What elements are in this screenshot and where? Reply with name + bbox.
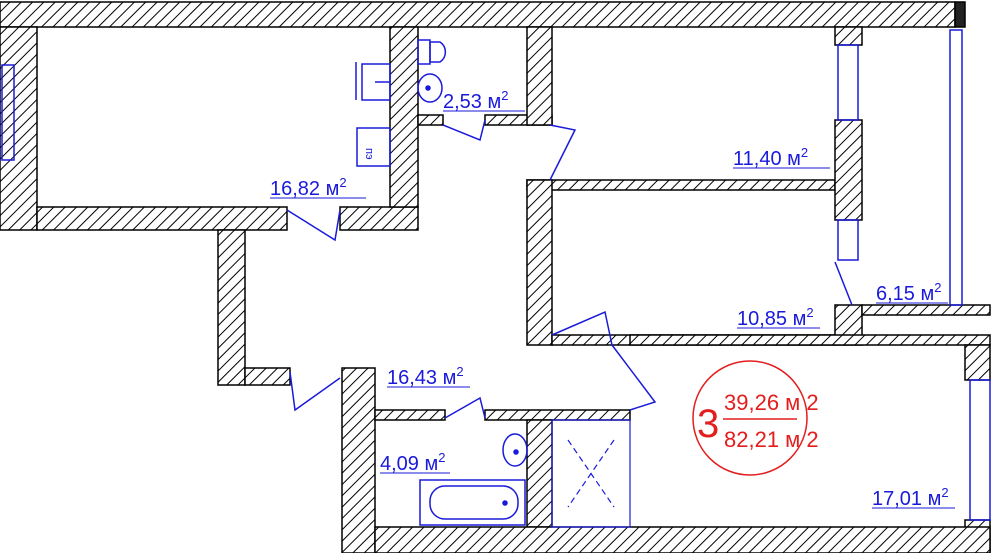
room-labels: 16,82 м2 2,53 м2 11,40 м2 10,85 м2 6,15 … [270, 88, 955, 510]
toilet-icon [417, 39, 447, 65]
room-area-left: 16,82 м2 [270, 175, 347, 200]
rooms-count: 3 [697, 402, 719, 446]
closet [551, 419, 631, 528]
room-area-middle-right: 10,85 м2 [737, 305, 814, 330]
room-area-wc: 2,53 м2 [443, 88, 508, 113]
windows [1, 29, 991, 521]
area-summary-stamp: 3 39,26 м 2 82,21 м 2 [692, 360, 819, 476]
living-area: 39,26 м 2 [724, 390, 819, 415]
sink-icon [417, 73, 443, 103]
kitchen-sink-icon [355, 62, 391, 101]
doors [286, 119, 853, 419]
total-area: 82,21 м 2 [724, 427, 819, 452]
room-area-bathroom: 4,09 м2 [380, 450, 445, 475]
stove-label: пэ [363, 148, 375, 160]
fixtures [355, 39, 528, 526]
room-area-balcony: 6,15 м2 [876, 280, 941, 305]
room-area-top-right: 11,40 м2 [733, 145, 808, 170]
bath-sink-icon [502, 433, 528, 467]
room-area-bottom-right: 17,01 м2 [872, 485, 949, 510]
room-area-hall: 16,43 м2 [387, 364, 464, 389]
bathtub-icon [419, 479, 526, 526]
stove-icon [356, 127, 391, 167]
